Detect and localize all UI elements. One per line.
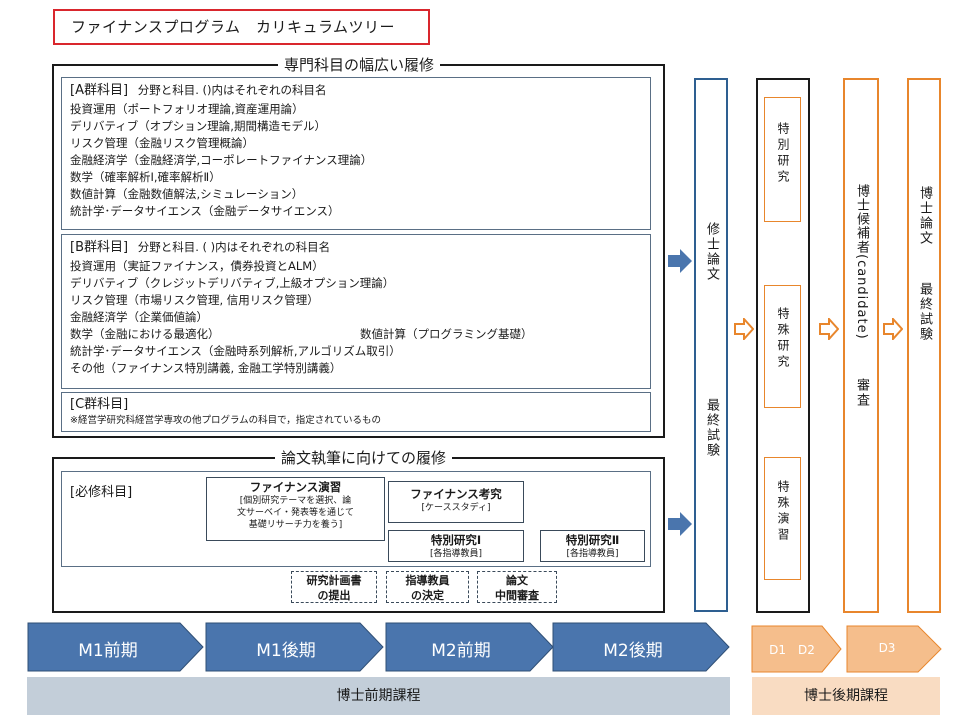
- finance-study-box: ファイナンス考究 [ケーススタディ]: [388, 481, 524, 523]
- term-label: M2後期: [603, 641, 663, 661]
- term-label: M1後期: [256, 641, 316, 661]
- term-label: M2前期: [431, 641, 491, 661]
- group-b-line: 投資運用（実証ファイナンス，債券投資とALM）: [70, 259, 324, 273]
- milestone-label: 中間審査: [495, 589, 539, 602]
- master-thesis-label: 修士論文: [704, 222, 719, 282]
- arrow-right-icon: [883, 318, 903, 340]
- doctoral-box-label: 特別研究: [776, 122, 790, 186]
- milestone-research-plan: 研究計画書 の提出: [291, 571, 377, 603]
- group-a-line: 投資運用（ポートフォリオ理論,資産運用論）: [70, 102, 304, 116]
- group-b-heading: [B群科目]: [70, 240, 129, 255]
- doctoral-thesis-label: 博士論文: [917, 186, 932, 246]
- master-course-band: 博士前期課程: [27, 677, 730, 715]
- special-research-2-box: 特別研究Ⅱ [各指導教員]: [540, 530, 645, 562]
- master-thesis-column: [694, 78, 728, 612]
- group-a-line: 統計学･データサイエンス（金融データサイエンス）: [70, 204, 340, 218]
- group-b-line: デリバティブ（クレジットデリバティブ,上級オプション理論）: [70, 276, 395, 290]
- broad-courses-title: 専門科目の幅広い履修: [278, 55, 441, 75]
- doctoral-candidate-column: [843, 78, 879, 613]
- doctoral-box-special-study: [764, 285, 801, 408]
- doctor-course-band: 博士後期課程: [752, 677, 940, 715]
- required-courses-heading: [必修科目]: [70, 485, 133, 500]
- doctoral-box-label: 特殊研究: [776, 307, 790, 371]
- finance-seminar-desc: 基礎リサーチ力を養う]: [248, 520, 343, 530]
- milestone-label: の提出: [317, 589, 351, 602]
- special-research-1-sub: [各指導教員]: [429, 549, 483, 559]
- finance-seminar-title: ファイナンス演習: [249, 480, 342, 494]
- group-a-line: 数値計算（金融数値解法,シミュレーション）: [70, 187, 304, 201]
- group-b-line: 統計学･データサイエンス（金融時系列解析,アルゴリズム取引）: [70, 344, 401, 358]
- group-b-line: リスク管理（市場リスク管理, 信用リスク管理）: [70, 293, 319, 307]
- group-a-line: デリバティブ（オプション理論,期間構造モデル）: [70, 119, 326, 133]
- timeline-arrows: [27, 622, 942, 673]
- special-research-1-title: 特別研究Ⅰ: [430, 533, 482, 547]
- milestone-label: 論文: [506, 574, 528, 587]
- term-label: M1前期: [78, 641, 138, 661]
- special-research-2-title: 特別研究Ⅱ: [565, 533, 620, 547]
- group-a-line: リスク管理（金融リスク管理概論）: [70, 136, 254, 150]
- doctoral-box-special-research: [764, 97, 801, 222]
- finance-study-title: ファイナンス考究: [410, 487, 502, 501]
- doctoral-box-label: 特殊演習: [776, 480, 790, 544]
- term-arrow-m2-first: [385, 622, 554, 672]
- group-a-line: 数学（確率解析Ⅰ,確率解析Ⅱ）: [70, 170, 221, 184]
- group-b-box: [B群科目] 分野と科目. ( )内はそれぞれの科目名 投資運用（実証ファイナン…: [61, 234, 651, 389]
- term-arrow-m1-first: [27, 622, 204, 672]
- term-arrow-m2-second: [552, 622, 730, 672]
- finance-seminar-desc: [個別研究テーマを選択、論: [239, 496, 352, 506]
- milestone-interim-review: 論文 中間審査: [477, 571, 557, 603]
- special-research-2-sub: [各指導教員]: [566, 549, 619, 559]
- finance-study-sub: [ケーススタディ]: [421, 503, 491, 513]
- milestone-label: 研究計画書: [306, 574, 362, 587]
- arrow-right-icon: [819, 318, 839, 340]
- arrow-right-icon: [668, 512, 692, 536]
- group-c-heading: [C群科目]: [70, 397, 129, 412]
- group-a-note: 分野と科目. ()内はそれぞれの科目名: [137, 83, 327, 97]
- group-b-line: その他（ファイナンス特別講義, 金融工学特別講義）: [70, 361, 342, 375]
- master-final-exam-label: 最終試験: [704, 398, 719, 458]
- doctoral-thesis-column: [907, 78, 941, 613]
- doctoral-research-column: [756, 78, 810, 613]
- required-courses-box: [61, 471, 651, 567]
- group-a-line: 金融経済学（金融経済学,コーポレートファイナンス理論）: [70, 153, 373, 167]
- term-label: D1 D2: [769, 643, 815, 657]
- finance-seminar-desc: 文サーベイ・発表等を通じて: [236, 508, 354, 518]
- milestone-label: 指導教員: [405, 574, 450, 587]
- doctoral-candidate-review-label: 審査: [854, 378, 869, 408]
- thesis-courses-title: 論文執筆に向けての履修: [275, 448, 453, 468]
- group-b-line: 数値計算（プログラミング基礎）: [360, 327, 533, 341]
- group-a-box: [A群科目] 分野と科目. ()内はそれぞれの科目名 投資運用（ポートフォリオ理…: [61, 77, 651, 230]
- finance-seminar-box: ファイナンス演習 [個別研究テーマを選択、論 文サーベイ・発表等を通じて 基礎リ…: [206, 477, 385, 541]
- doctoral-box-special-seminar: [764, 457, 801, 580]
- term-arrow-d3: [846, 625, 942, 673]
- special-research-1-box: 特別研究Ⅰ [各指導教員]: [388, 530, 524, 562]
- term-arrow-d1-d2: [751, 625, 842, 673]
- diagram-title: ファイナンスプログラム カリキュラムツリー: [53, 9, 430, 45]
- arrow-right-icon: [668, 249, 692, 273]
- term-arrow-m1-second: [205, 622, 384, 672]
- milestone-advisor-decision: 指導教員 の決定: [386, 571, 469, 603]
- group-b-note: 分野と科目. ( )内はそれぞれの科目名: [137, 240, 331, 254]
- group-c-note: ※経営学研究科経営学専攻の他プログラムの科目で，指定されているもの: [70, 415, 382, 426]
- milestone-label: の決定: [411, 589, 444, 602]
- group-b-line: 数学（金融における最適化）: [70, 327, 220, 341]
- group-c-box: [C群科目] ※経営学研究科経営学専攻の他プログラムの科目で，指定されているもの: [61, 392, 651, 432]
- arrow-right-icon: [734, 318, 754, 340]
- group-a-heading: [A群科目]: [70, 83, 129, 98]
- doctoral-candidate-label: 博士候補者(candidate): [854, 184, 869, 340]
- group-b-line: 金融経済学（企業価値論）: [70, 310, 208, 324]
- term-label: D3: [878, 641, 896, 655]
- doctoral-final-exam-label: 最終試験: [917, 282, 932, 342]
